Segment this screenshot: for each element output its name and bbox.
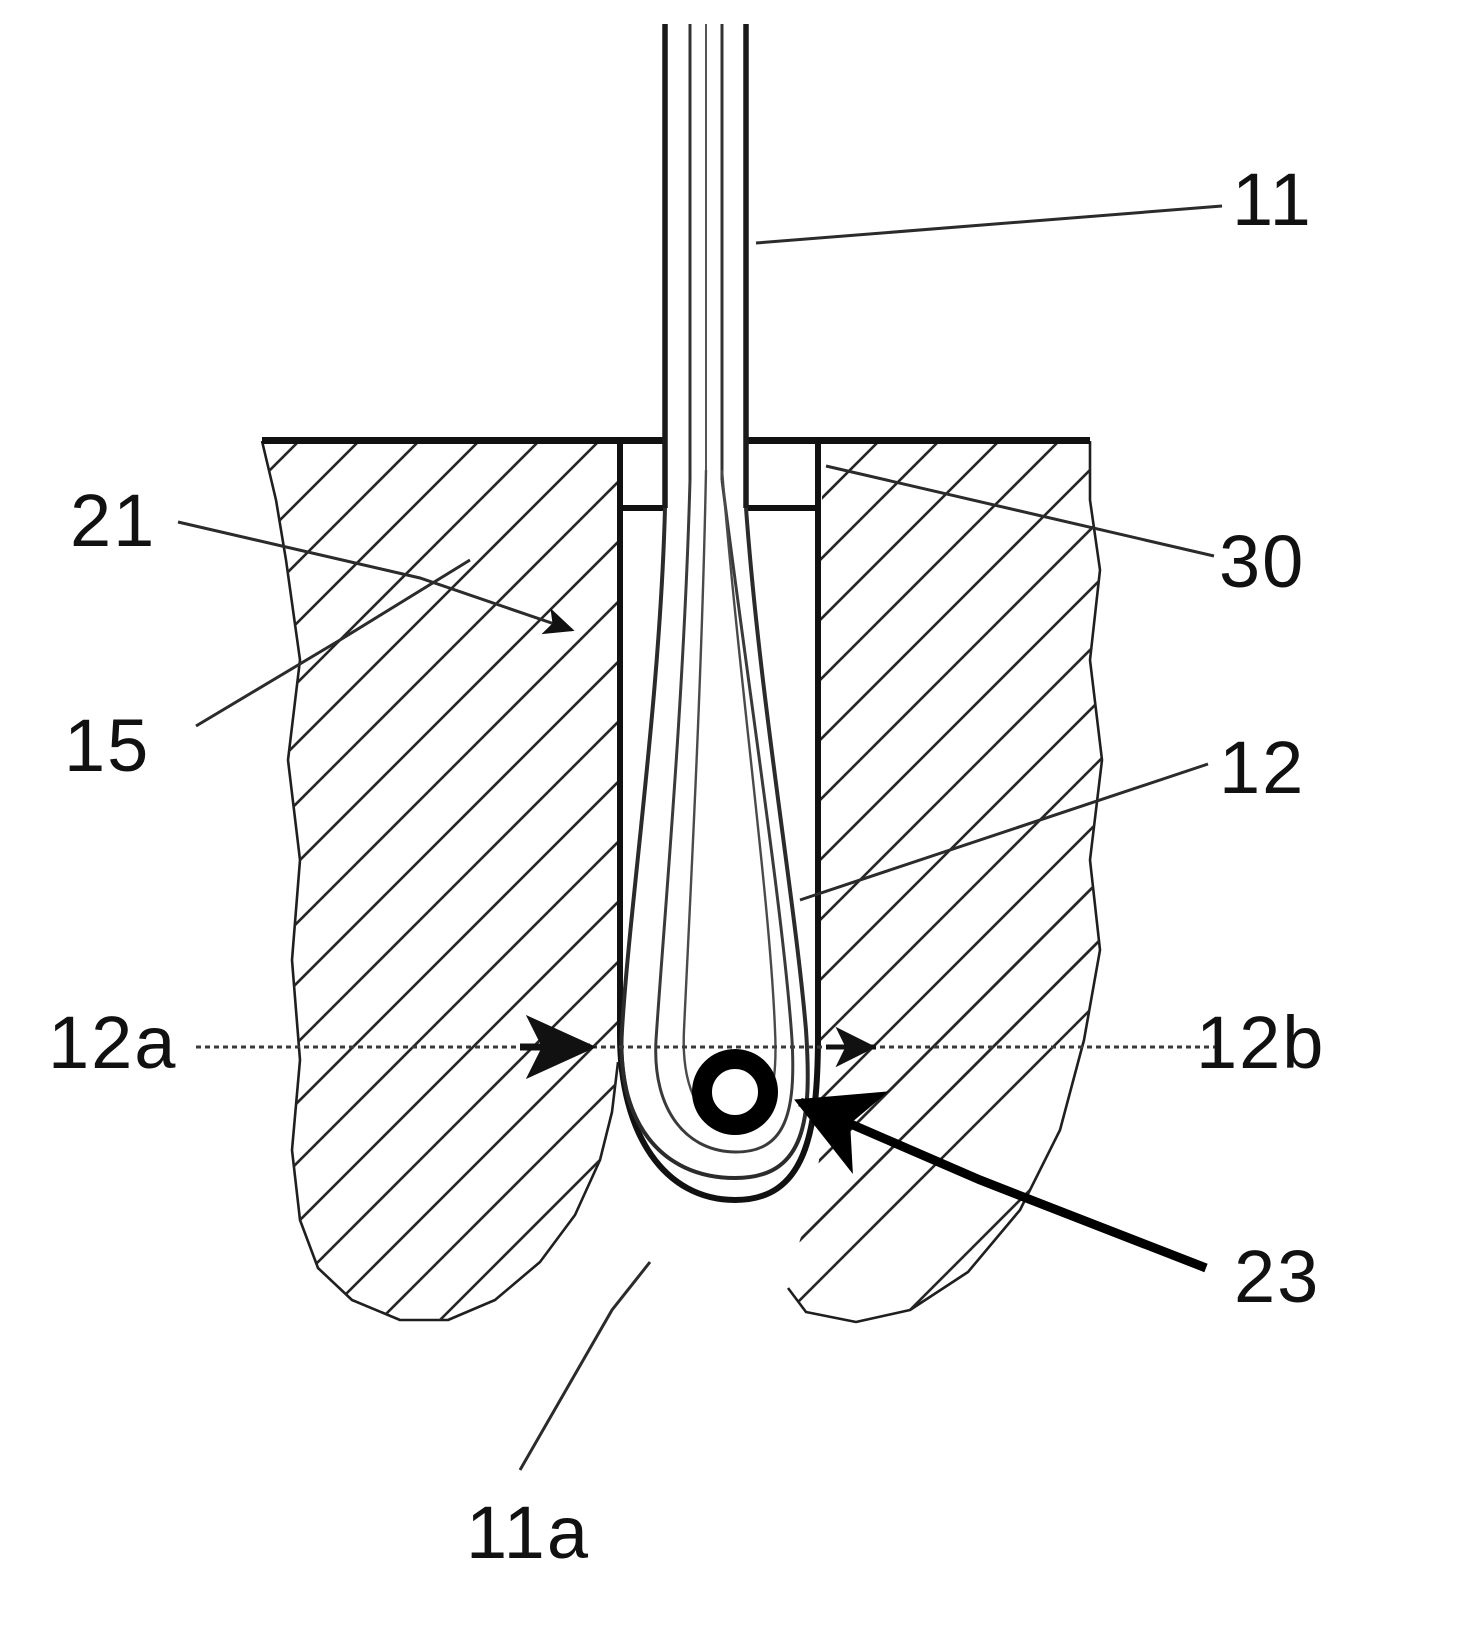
bore-outline [617,438,821,1203]
ref-label-12a: 12a [48,1001,178,1084]
ref-label-15: 15 [64,704,151,787]
ref-label-12: 12 [1219,726,1306,809]
marker-ring [692,1049,778,1135]
ref-label-11a: 11a [466,1491,590,1574]
body-material-left [260,440,620,1322]
leader-lines [177,204,1223,1471]
ref-label-11: 11 [1232,158,1313,241]
ref-label-30: 30 [1219,520,1306,603]
ref-label-21: 21 [70,479,157,562]
body-material-right [786,441,1104,1324]
probe-tube [619,24,810,1181]
ref-label-23: 23 [1234,1235,1321,1318]
ref-label-12b: 12b [1196,1001,1326,1084]
